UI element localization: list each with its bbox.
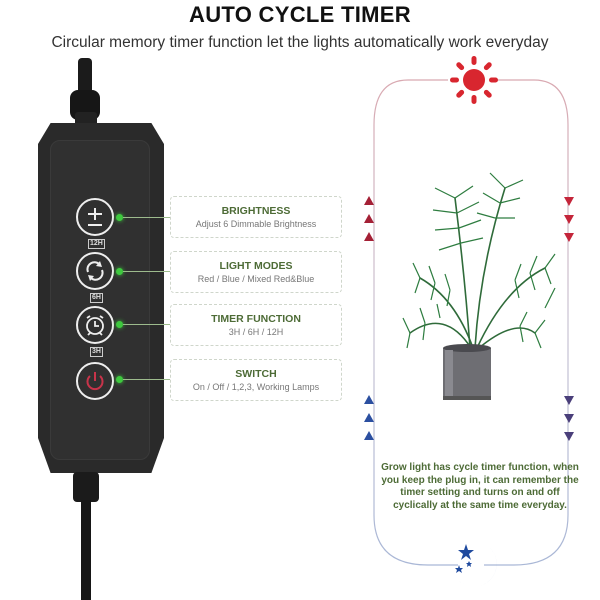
cable-bottom	[81, 500, 91, 600]
feature-brightness: BRIGHTNESS Adjust 6 Dimmable Brightness	[170, 196, 342, 238]
leader-line	[123, 217, 170, 218]
arrow-up-icon	[364, 214, 374, 223]
potted-plant-image	[402, 172, 556, 400]
power-led	[116, 376, 123, 383]
brightness-led	[116, 214, 123, 221]
arrow-down-icon	[564, 396, 574, 405]
arrow-down-icon	[564, 414, 574, 423]
feature-desc: On / Off / 1,2,3, Working Lamps	[192, 382, 320, 392]
arrow-down-icon	[564, 197, 574, 206]
leader-line	[123, 271, 170, 272]
moon-stars-icon	[455, 544, 497, 587]
light-modes-button[interactable]	[76, 252, 114, 290]
plus-minus-icon	[88, 208, 102, 226]
page-subtitle: Circular memory timer function let the l…	[51, 34, 549, 51]
feature-title: TIMER FUNCTION	[211, 313, 301, 325]
cable-collar-base	[75, 112, 97, 126]
brightness-button[interactable]	[76, 198, 114, 236]
feature-switch: SWITCH On / Off / 1,2,3, Working Lamps	[170, 359, 342, 401]
timer-badge-6h: 6H	[90, 293, 103, 303]
power-button[interactable]	[76, 362, 114, 400]
arrow-up-icon	[364, 413, 374, 422]
timer-badge-12h: 12H	[88, 239, 105, 249]
arrow-up-icon	[364, 395, 374, 404]
controller-panel	[50, 140, 150, 460]
leader-line	[123, 324, 170, 325]
power-icon	[86, 372, 104, 391]
timer-led	[116, 321, 123, 328]
arrow-up-icon	[364, 431, 374, 440]
feature-desc: Red / Blue / Mixed Red&Blue	[197, 274, 315, 284]
feature-title: LIGHT MODES	[219, 260, 293, 272]
alarm-clock-icon	[86, 315, 104, 336]
leader-line	[123, 379, 170, 380]
feature-light-modes: LIGHT MODES Red / Blue / Mixed Red&Blue	[170, 251, 342, 293]
page-title: AUTO CYCLE TIMER	[189, 2, 411, 27]
cycle-description: Grow light has cycle timer function, whe…	[381, 462, 579, 511]
feature-timer: TIMER FUNCTION 3H / 6H / 12H	[170, 304, 342, 346]
timer-badge-3h: 3H	[90, 347, 103, 357]
cycle-loop	[373, 79, 569, 566]
feature-title: BRIGHTNESS	[221, 205, 291, 217]
feature-desc: 3H / 6H / 12H	[228, 327, 284, 337]
sun-icon	[450, 56, 498, 104]
cable-collar-bottom	[73, 472, 99, 502]
arrow-down-icon	[564, 233, 574, 242]
arrow-up-icon	[364, 196, 374, 205]
timer-button[interactable]	[76, 306, 114, 344]
light-modes-led	[116, 268, 123, 275]
arrow-down-icon	[564, 432, 574, 441]
feature-desc: Adjust 6 Dimmable Brightness	[195, 219, 317, 229]
cycle-arrows-icon	[86, 261, 104, 281]
arrow-up-icon	[364, 232, 374, 241]
arrow-down-icon	[564, 215, 574, 224]
feature-title: SWITCH	[235, 368, 277, 380]
cable-top	[78, 58, 92, 98]
